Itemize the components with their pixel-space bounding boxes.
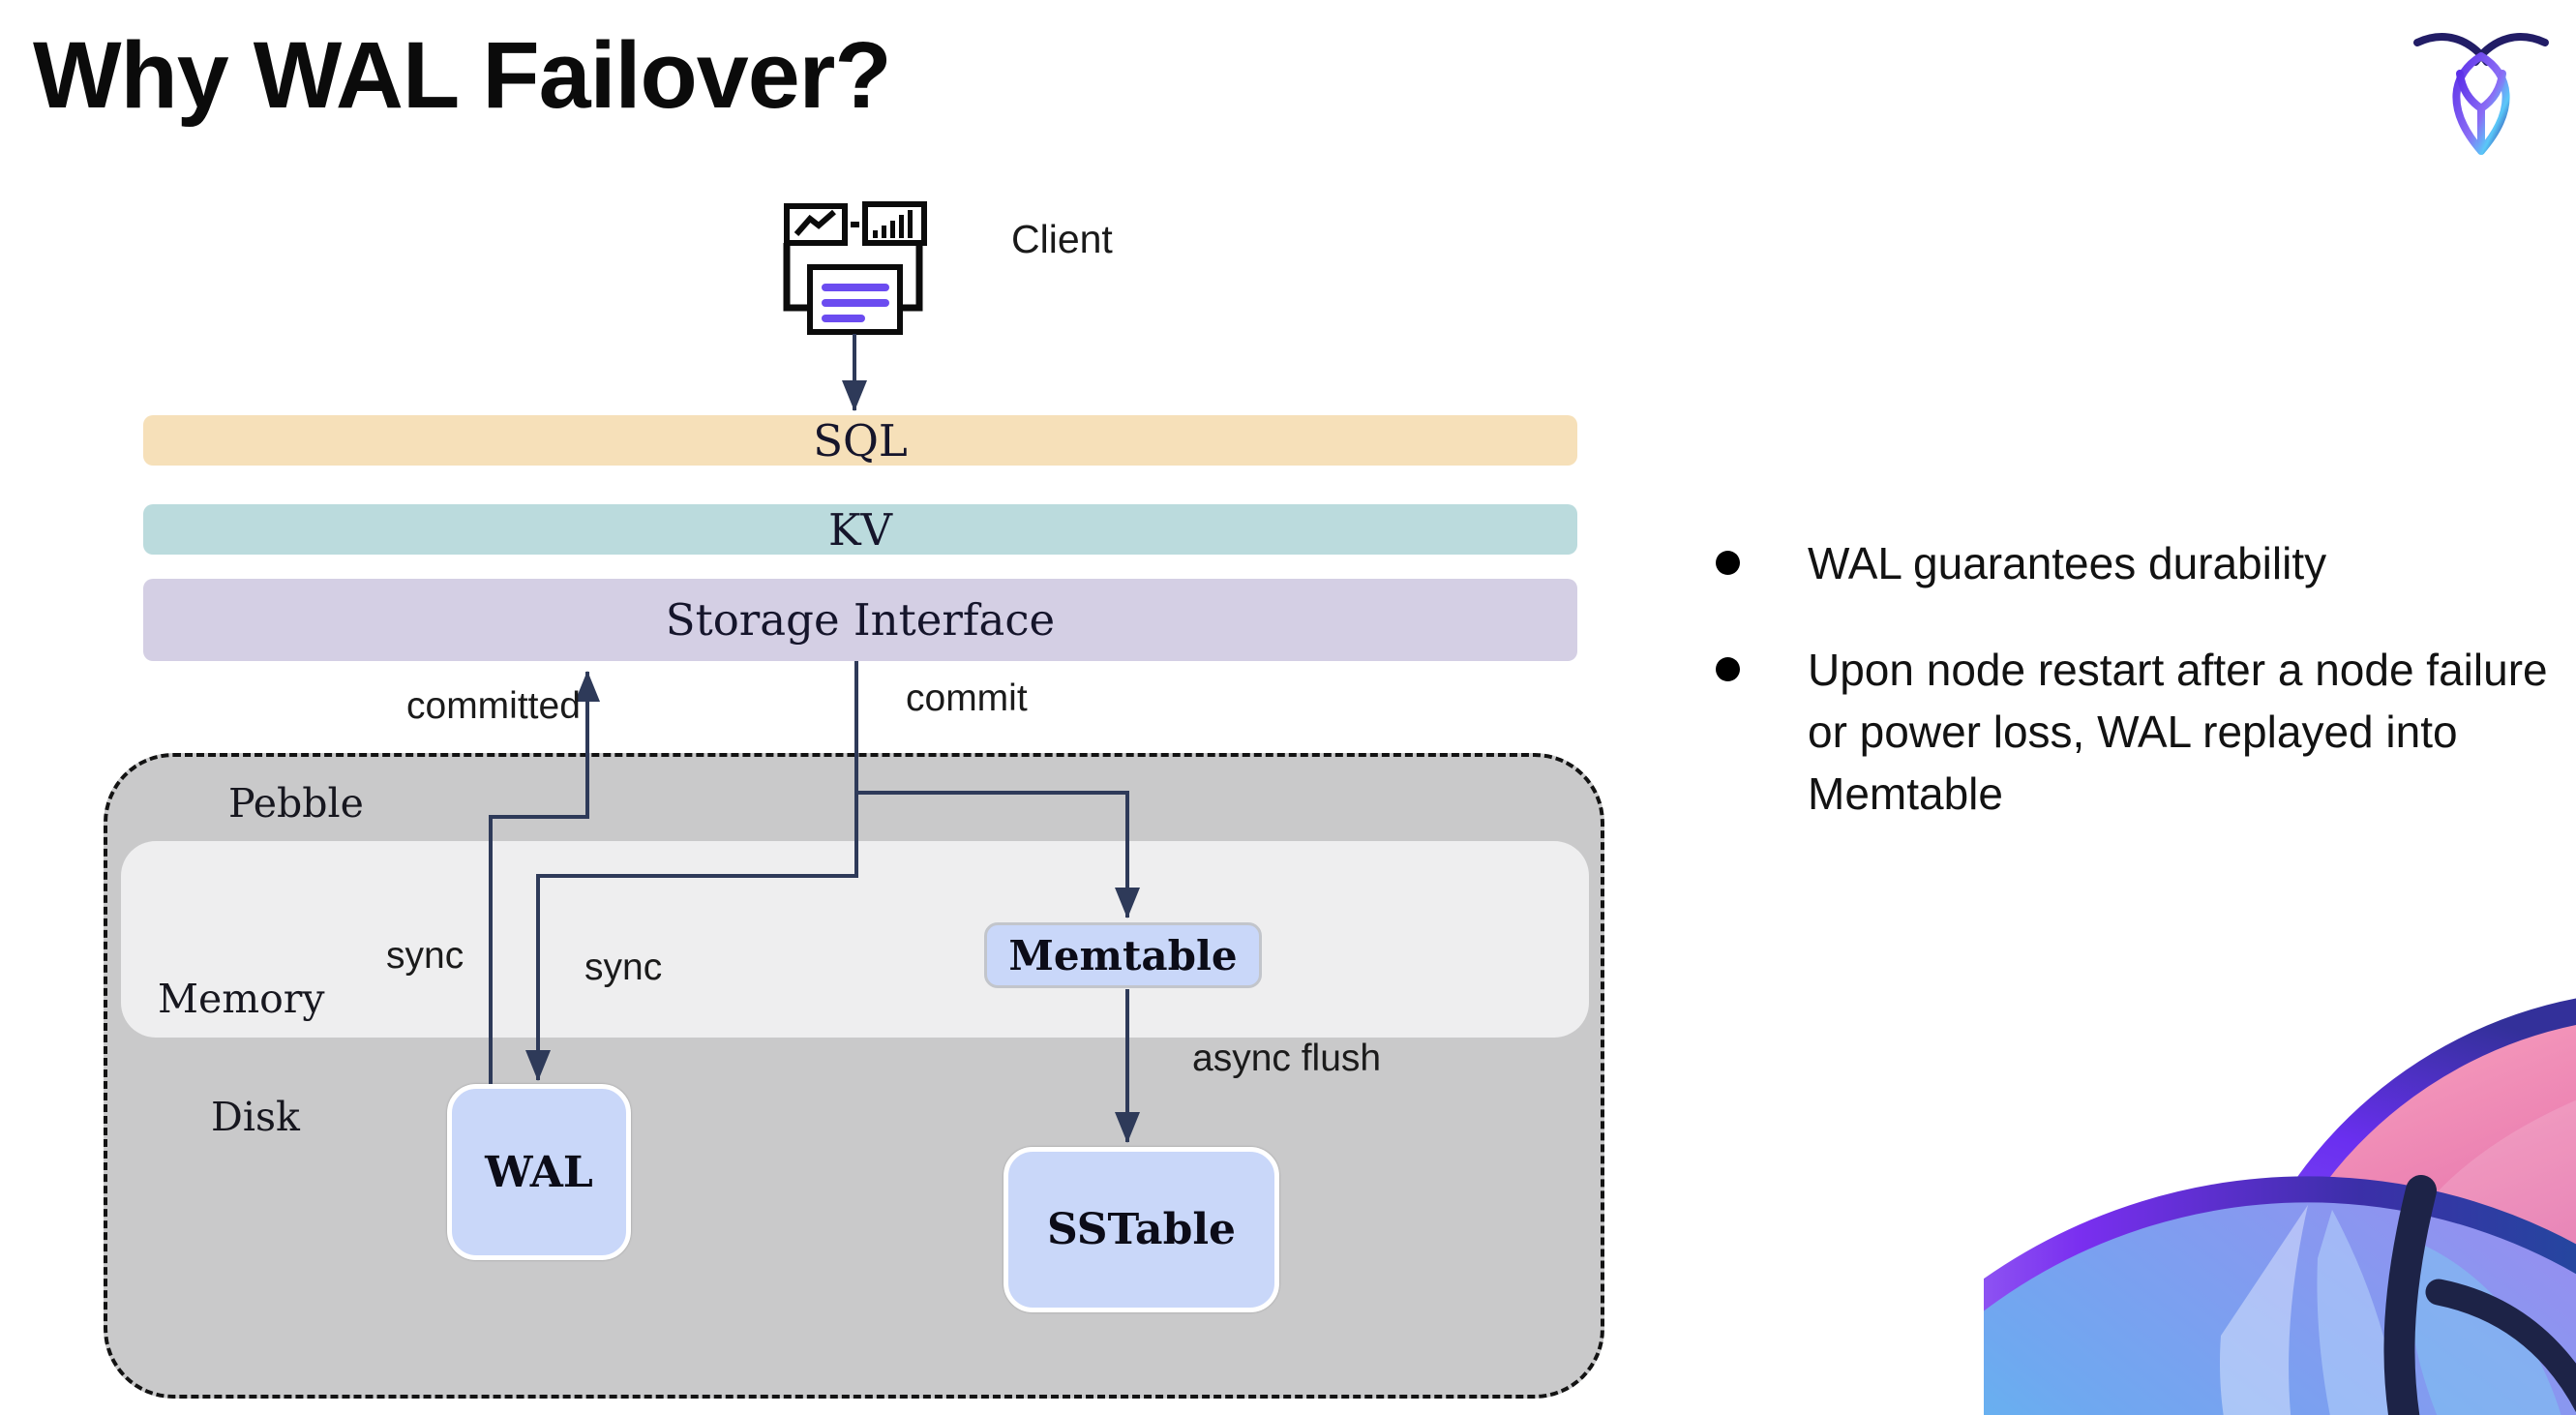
page-title: Why WAL Failover?: [33, 22, 892, 128]
bullet-list: WAL guarantees durability Upon node rest…: [1691, 532, 2571, 825]
layer-bar-kv-label: KV: [827, 503, 893, 556]
node-sstable-label: SSTable: [1046, 1205, 1237, 1254]
edge-label-committed: committed: [406, 685, 581, 727]
layer-bar-storage-interface: Storage Interface: [143, 579, 1577, 661]
node-sstable: SSTable: [1003, 1147, 1279, 1312]
client-icon: [783, 201, 927, 335]
cockroach-logo-icon: [2413, 33, 2549, 155]
edge-label-sync-up: sync: [386, 935, 464, 977]
bullet-item: WAL guarantees durability: [1691, 532, 2571, 594]
edge-label-commit: commit: [906, 677, 1028, 719]
layer-bar-kv: KV: [143, 503, 1577, 556]
line-chart-icon: [784, 203, 848, 246]
layer-bar-sql-label: SQL: [813, 414, 908, 467]
layer-bar-sql: SQL: [143, 414, 1577, 467]
bar-chart-icon: [862, 201, 927, 246]
node-wal-label: WAL: [485, 1147, 593, 1197]
client-label: Client: [1011, 217, 1113, 261]
memory-label: Memory: [158, 976, 325, 1022]
dash-separator: [851, 222, 859, 227]
edge-label-sync-down: sync: [584, 947, 663, 988]
pebble-label: Pebble: [228, 780, 364, 827]
bullet-item: Upon node restart after a node failure o…: [1691, 639, 2571, 825]
disk-label: Disk: [211, 1094, 300, 1140]
node-memtable-label: Memtable: [1008, 931, 1238, 979]
node-wal: WAL: [447, 1084, 631, 1260]
document-icon: [783, 243, 923, 335]
memory-band: [121, 841, 1589, 1038]
layer-bar-storage-label: Storage Interface: [665, 594, 1056, 646]
brand-graphic: [1984, 998, 2576, 1415]
node-memtable: Memtable: [984, 922, 1262, 988]
edge-label-async-flush: async flush: [1192, 1038, 1382, 1079]
